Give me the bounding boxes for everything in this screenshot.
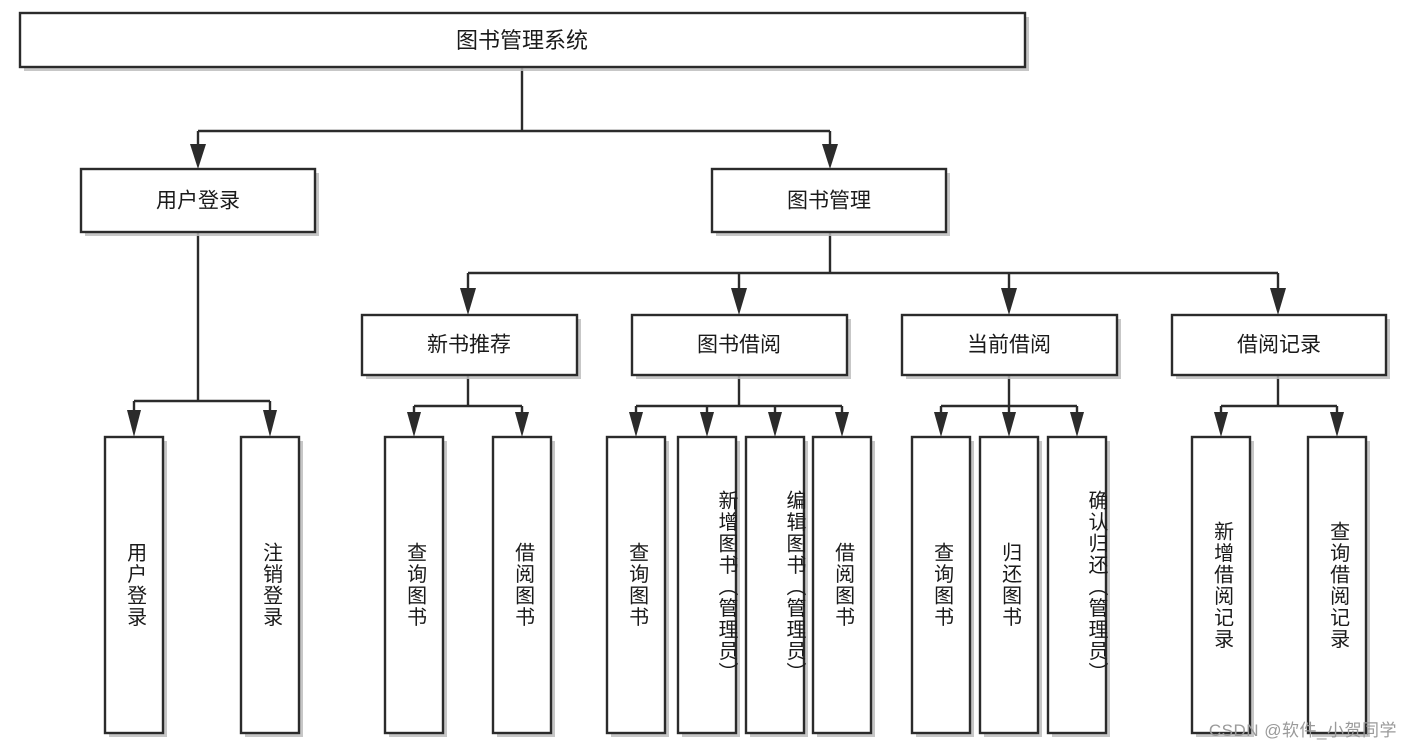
connector-layer — [127, 67, 1344, 437]
arrow-book-mgmt-to-current-borrow — [1001, 288, 1017, 315]
leaf-book-borrow-4-box[interactable] — [811, 435, 873, 735]
arrow-book-borrow-leaf-4 — [835, 412, 849, 437]
leaf-book-borrow-2-box[interactable] — [676, 435, 738, 735]
arrow-book-mgmt-to-borrow-record — [1270, 288, 1286, 315]
leaf-new-book-2-box[interactable] — [491, 435, 553, 735]
arrow-current-borrow-leaf-1 — [934, 412, 948, 437]
leaf-borrow-record-1-box[interactable] — [1190, 435, 1252, 735]
arrow-root-to-user-login — [190, 144, 206, 169]
leaf-new-book-1-box[interactable] — [383, 435, 445, 735]
arrow-borrow-record-leaf-1 — [1214, 412, 1228, 437]
user-login-node-box[interactable] — [79, 167, 317, 234]
new-book-node-label: 新书推荐 — [427, 334, 511, 357]
leaf-current-borrow-1-box[interactable] — [910, 435, 972, 735]
arrow-current-borrow-leaf-3 — [1070, 412, 1084, 437]
current-borrow-node-label: 当前借阅 — [967, 334, 1051, 357]
book-borrow-node-box[interactable] — [630, 313, 849, 377]
leaf-user-login-2-box[interactable] — [239, 435, 301, 735]
arrow-new-book-leaf-1 — [407, 412, 421, 437]
arrow-user-login-leaf-2 — [263, 410, 277, 437]
new-book-node-box[interactable] — [360, 313, 579, 377]
root-node-box[interactable] — [18, 11, 1027, 69]
borrow-record-node-label: 借阅记录 — [1237, 334, 1321, 357]
current-borrow-node-box[interactable] — [900, 313, 1119, 377]
arrow-new-book-leaf-2 — [515, 412, 529, 437]
user-login-node-label: 用户登录 — [156, 190, 240, 213]
arrow-book-mgmt-to-book-borrow — [731, 288, 747, 315]
node-layer: 图书管理系统 用户登录 图书管理 新书推荐 图书借阅 当前借阅 — [18, 11, 1390, 737]
watermark-label: CSDN @软件_小贺同学 — [1208, 721, 1397, 740]
leaf-borrow-record-2-box[interactable] — [1306, 435, 1368, 735]
arrow-borrow-record-leaf-2 — [1330, 412, 1344, 437]
arrow-current-borrow-leaf-2 — [1002, 412, 1016, 437]
book-borrow-node-label: 图书借阅 — [697, 334, 781, 357]
leaf-current-borrow-3-box[interactable] — [1046, 435, 1108, 735]
book-mgmt-node-box[interactable] — [710, 167, 948, 234]
leaf-book-borrow-1-box[interactable] — [605, 435, 667, 735]
arrow-book-mgmt-to-new-book — [460, 288, 476, 315]
root-node-label: 图书管理系统 — [456, 28, 588, 53]
arrow-book-borrow-leaf-1 — [629, 412, 643, 437]
arrow-book-borrow-leaf-3 — [768, 412, 782, 437]
arrow-user-login-leaf-1 — [127, 410, 141, 437]
leaf-current-borrow-2-box[interactable] — [978, 435, 1040, 735]
leaf-user-login-1-box[interactable] — [103, 435, 165, 735]
arrow-book-borrow-leaf-2 — [700, 412, 714, 437]
arrow-root-to-book-mgmt — [822, 144, 838, 169]
borrow-record-node-box[interactable] — [1170, 313, 1388, 377]
leaf-book-borrow-3-box[interactable] — [744, 435, 806, 735]
book-mgmt-node-label: 图书管理 — [787, 190, 871, 213]
